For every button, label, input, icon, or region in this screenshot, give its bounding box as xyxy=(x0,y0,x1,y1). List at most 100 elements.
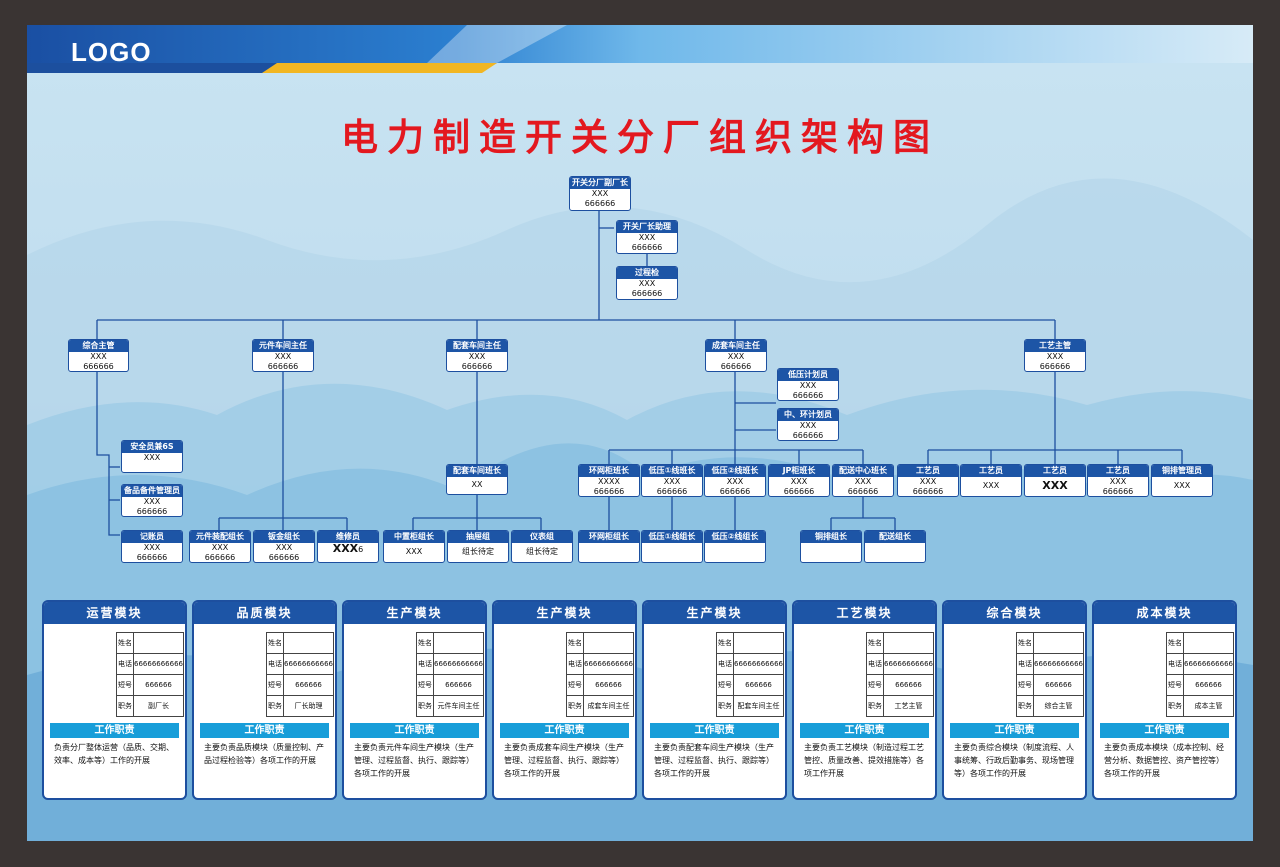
org-node-name: XXX xyxy=(405,547,423,556)
contact-row: 姓名 xyxy=(866,632,934,654)
contact-label: 短号 xyxy=(716,674,734,696)
org-node-general-supervisor: 综合主管 XXX 666666 xyxy=(68,339,129,372)
contact-row: 姓名 xyxy=(566,632,634,654)
org-node-complete-director: 成套车间主任 XXX 666666 xyxy=(705,339,767,372)
contact-label: 职务 xyxy=(116,695,134,717)
org-node-phone: 666666 xyxy=(204,553,236,562)
module-title: 运营模块 xyxy=(44,602,185,624)
contact-label: 职务 xyxy=(566,695,584,717)
org-node-title: 综合主管 xyxy=(69,340,128,352)
contact-label: 电话 xyxy=(566,653,584,675)
org-node-title: 抽屉组 xyxy=(448,531,508,543)
org-node-name: XXX xyxy=(143,497,161,506)
duty-text: 主要负责成本模块（成本控制、经营分析、数据管控、资产管控等）各项工作的开展 xyxy=(1104,743,1224,778)
org-node-title: 配送组长 xyxy=(865,531,925,543)
org-node-matching-leader: 配套车间班长 XX xyxy=(446,464,508,495)
contact-value xyxy=(1183,632,1234,654)
org-node-lv-planner: 低压计划员 XXX 666666 xyxy=(777,368,839,401)
org-node-vice-director: 开关分厂副厂长 XXX 666666 xyxy=(569,176,631,211)
org-node-director-assistant: 开关厂长助理 XXX 666666 xyxy=(616,220,678,254)
org-node-title: 低压①线班长 xyxy=(642,465,702,477)
org-node-lv1-lead: 低压①线班长 XXX 666666 xyxy=(641,464,703,497)
contact-value: 666666 xyxy=(283,674,334,696)
org-node-title: 钣金组长 xyxy=(254,531,314,543)
org-node-distribution-lead: 配送中心班长 XXX 666666 xyxy=(832,464,894,497)
org-node-name: XXX xyxy=(143,543,161,552)
contact-value xyxy=(583,632,634,654)
org-node-process-supervisor: 工艺主管 XXX 666666 xyxy=(1024,339,1086,372)
contact-label: 短号 xyxy=(1016,674,1034,696)
contact-row: 职务成本主管 xyxy=(1166,695,1234,717)
org-node-title: 开关分厂副厂长 xyxy=(570,177,630,189)
org-node-name: XXX xyxy=(982,481,1000,490)
org-node-title: 中、环计划员 xyxy=(778,409,838,421)
page-title: 电力制造开关分厂组织架构图 xyxy=(341,116,939,159)
org-node-name: XXX xyxy=(638,233,656,242)
org-node-title: 安全员兼6S xyxy=(122,441,182,453)
org-node-name: XXX xyxy=(1042,479,1068,492)
contact-value: 666666 xyxy=(1183,674,1234,696)
contact-value: 666666 xyxy=(883,674,934,696)
org-node-copper-group: 铜排组长 xyxy=(800,530,862,563)
logo: LOGO xyxy=(71,37,152,67)
org-node-name-text: XXX xyxy=(332,542,359,555)
module-title: 生产模块 xyxy=(494,602,635,624)
org-node-phone: 666666 xyxy=(847,487,879,496)
org-node-phone: 666666 xyxy=(83,362,114,371)
contact-value xyxy=(133,632,184,654)
contact-label: 职务 xyxy=(866,695,884,717)
org-node-spares-admin: 备品备件管理员 XXX 666666 xyxy=(121,484,183,517)
contact-value: 成套车间主任 xyxy=(583,695,634,717)
duty-text: 主要负责工艺模块（制造过程工艺管控、质量改善、提效措施等）各项工作开展 xyxy=(804,743,924,778)
org-node-phone: 666666 xyxy=(783,487,815,496)
duty-title: 工作职责 xyxy=(350,723,479,738)
contact-label: 职务 xyxy=(266,695,284,717)
org-node-jp-lead: JP柜班长 XXX 666666 xyxy=(768,464,830,497)
org-node-title: 中置柜组长 xyxy=(384,531,444,543)
org-node-phone: 666666 xyxy=(656,487,688,496)
org-node-phone: 666666 xyxy=(1102,487,1134,496)
contact-label: 姓名 xyxy=(1016,632,1034,654)
contact-label: 电话 xyxy=(266,653,284,675)
contact-row: 姓名 xyxy=(1016,632,1084,654)
contact-label: 姓名 xyxy=(116,632,134,654)
contact-value: 66666666666 xyxy=(583,653,634,675)
org-node-phone: 666666 xyxy=(461,362,493,371)
org-node-phone: 666666 xyxy=(136,553,168,562)
org-node-component-director: 元件车间主任 XXX 666666 xyxy=(252,339,314,372)
org-node-title: 工艺员 xyxy=(961,465,1021,477)
org-node-safety-6s: 安全员兼6S XXX xyxy=(121,440,183,473)
contact-value: 66666666666 xyxy=(883,653,934,675)
duty-title: 工作职责 xyxy=(200,723,329,738)
org-node-title: 工艺员 xyxy=(1025,465,1085,477)
org-node-phone: 666666 xyxy=(719,487,751,496)
contact-value: 66666666666 xyxy=(433,653,484,675)
org-node-name: XX xyxy=(471,480,483,489)
org-node-technician-3: 工艺员 XXX xyxy=(1024,464,1086,497)
org-node-title: 工艺员 xyxy=(898,465,958,477)
org-node-bookkeeper: 记账员 XXX 666666 xyxy=(121,530,183,563)
module-title: 生产模块 xyxy=(344,602,485,624)
contact-value xyxy=(883,632,934,654)
org-node-mv-planner: 中、环计划员 XXX 666666 xyxy=(777,408,839,441)
duty-text: 主要负责品质模块（质量控制、产品过程检验等）各项工作的开展 xyxy=(204,743,324,765)
org-node-ring-lead: 环网柜班长 XXXX 666666 xyxy=(578,464,640,497)
contact-label: 电话 xyxy=(1166,653,1184,675)
contact-label: 电话 xyxy=(1016,653,1034,675)
org-node-drawer-group: 抽屉组 组长待定 xyxy=(447,530,509,563)
org-node-phone: 666666 xyxy=(136,507,168,516)
